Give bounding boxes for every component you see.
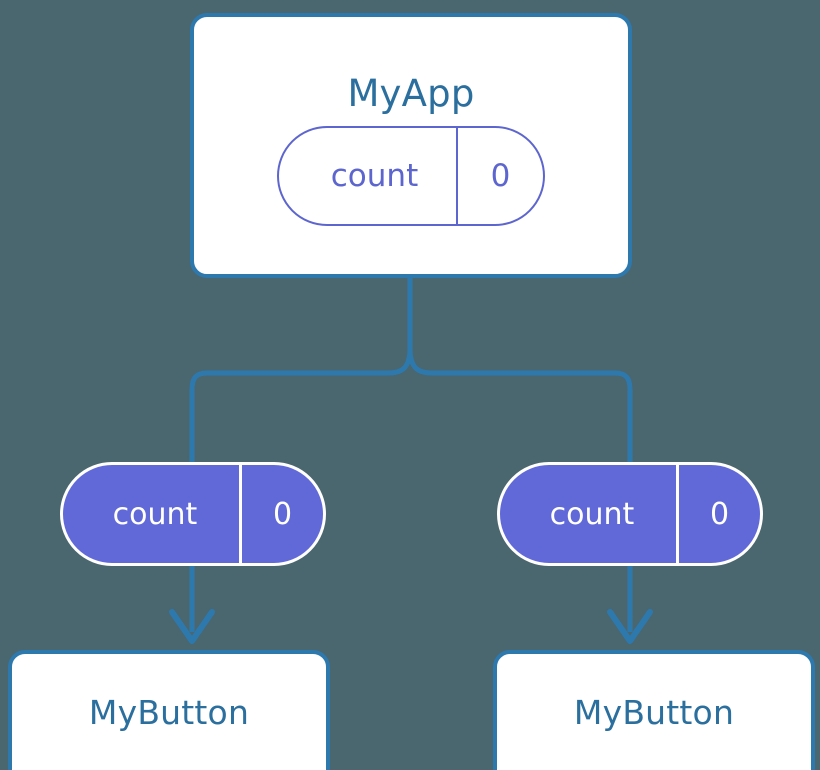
state-key-label: count bbox=[330, 158, 419, 194]
state-value-label: 0 bbox=[676, 465, 760, 563]
state-value-label: 0 bbox=[239, 465, 323, 563]
arrow-head-right-icon bbox=[607, 609, 653, 644]
component-title-myapp: MyApp bbox=[347, 72, 475, 115]
edge-fork-left bbox=[189, 347, 413, 462]
arrow-head-left-icon bbox=[169, 609, 215, 644]
state-key-label: count bbox=[112, 496, 198, 532]
state-key-label: count bbox=[549, 496, 635, 532]
component-card-mybutton-left[interactable]: MyButton bbox=[8, 650, 330, 770]
component-title-mybutton: MyButton bbox=[573, 693, 735, 732]
state-pill-branch-right[interactable]: count 0 bbox=[497, 462, 763, 566]
state-pill-root[interactable]: count 0 bbox=[277, 126, 545, 226]
component-title-mybutton: MyButton bbox=[88, 693, 250, 732]
state-pill-branch-left[interactable]: count 0 bbox=[60, 462, 326, 566]
state-value-label: 0 bbox=[456, 128, 543, 224]
edge-fork-right bbox=[407, 347, 633, 462]
component-card-mybutton-right[interactable]: MyButton bbox=[493, 650, 815, 770]
